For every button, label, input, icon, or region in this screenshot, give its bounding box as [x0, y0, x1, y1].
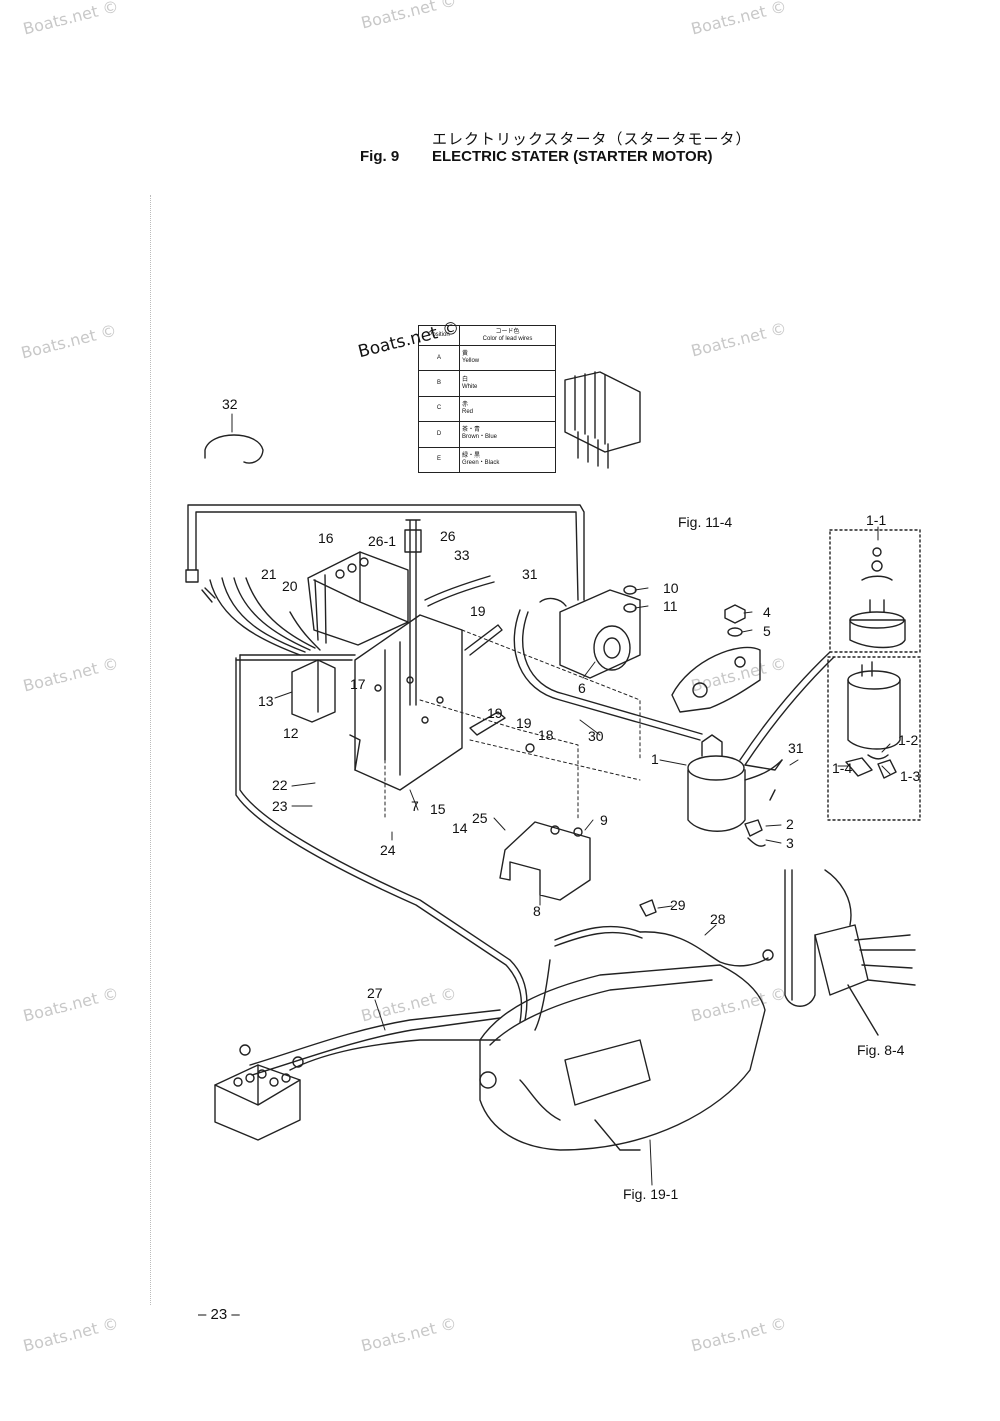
callout-25: 25: [472, 810, 488, 826]
cable-28: [639, 931, 769, 967]
battery: [214, 1064, 301, 1141]
table-header-color-jp: コード色: [495, 328, 520, 335]
title-japanese: エレクトリックスタータ（スタータモータ）: [432, 130, 752, 148]
color-en: Yellow: [462, 358, 480, 365]
callout-19-right: 19: [516, 715, 532, 731]
harness-top: [187, 504, 585, 601]
callout-18: 18: [538, 727, 554, 743]
color-jp: 赤: [462, 401, 469, 408]
callout-29: 29: [670, 897, 686, 913]
reference-fig-11-4: Fig. 11-4: [678, 514, 733, 530]
callout-31-right: 31: [788, 740, 804, 756]
margin-dotted-line: [150, 195, 151, 1305]
battery-cable-27: [249, 1009, 501, 1076]
color-en: White: [462, 383, 478, 390]
rectifier-12: [291, 659, 336, 723]
color-en: Brown・Blue: [462, 434, 498, 441]
reference-fig-19-1: Fig. 19-1: [623, 1186, 679, 1202]
bracket-7-17: [349, 614, 463, 791]
callout-30: 30: [588, 728, 604, 744]
callout-28: 28: [710, 911, 726, 927]
relay-6: [539, 589, 641, 679]
color-en: Red: [462, 408, 474, 415]
bracket-fig-11-4: [671, 646, 761, 713]
callout-32: 32: [222, 396, 238, 412]
page-number: – 23 –: [198, 1306, 240, 1323]
steering-bracket-fig-8-4: [784, 869, 816, 1007]
table-row-pos: E: [418, 446, 460, 474]
callout-31: 31: [522, 566, 538, 582]
callout-1-1: 1-1: [866, 512, 887, 528]
figure-title: ELECTRIC STATER (STARTER MOTOR): [432, 148, 713, 165]
callout-19-top: 19: [470, 603, 486, 619]
color-jp: 緑・黒: [462, 452, 481, 459]
lead-26: [405, 519, 421, 706]
callout-21: 21: [261, 566, 277, 582]
callout-17: 17: [350, 676, 366, 692]
color-jp: 黄: [462, 351, 469, 358]
reference-fig-8-4: Fig. 8-4: [857, 1042, 905, 1058]
callout-27: 27: [367, 985, 383, 1001]
callout-14: 14: [452, 820, 468, 836]
callout-22: 22: [272, 777, 288, 793]
bracket-8: [499, 821, 591, 901]
callout-3: 3: [786, 835, 794, 851]
callout-1-3: 1-3: [900, 768, 921, 784]
inset-box-top: [829, 529, 921, 653]
callout-24: 24: [380, 842, 396, 858]
callout-15: 15: [430, 801, 446, 817]
cable-30: [513, 609, 703, 741]
regulator-16: [307, 551, 409, 646]
rectifier-pictogram: [564, 371, 641, 469]
inset-box-bottom: [827, 656, 921, 821]
table-header-color-en: Color of lead wires: [482, 335, 533, 342]
callout-5: 5: [763, 623, 771, 639]
callout-1-4: 1-4: [832, 760, 853, 776]
starter-motor-1: [687, 734, 783, 832]
color-jp: 白: [462, 376, 469, 383]
callout-4: 4: [763, 604, 771, 620]
lower-cowling-fig-19-1: [479, 964, 766, 1151]
color-en: Green・Black: [462, 459, 500, 466]
callout-9: 9: [600, 812, 608, 828]
callout-23: 23: [272, 798, 288, 814]
callout-1: 1: [651, 751, 659, 767]
clip-32: [204, 434, 264, 464]
color-jp: 茶・青: [462, 427, 481, 434]
figure-number: Fig. 9: [360, 148, 400, 165]
callout-2: 2: [786, 816, 794, 832]
callout-11: 11: [663, 598, 678, 614]
callout-20: 20: [282, 578, 298, 594]
callout-26-1: 26-1: [368, 533, 397, 549]
callout-1-2: 1-2: [898, 732, 919, 748]
callout-7: 7: [411, 798, 419, 814]
callout-6: 6: [578, 680, 586, 696]
callout-19-mid: 19: [487, 705, 503, 721]
table-row-pos: D: [418, 421, 460, 448]
callout-13: 13: [258, 693, 274, 709]
callout-26: 26: [440, 528, 456, 544]
callout-16: 16: [318, 530, 334, 546]
callout-12: 12: [283, 725, 299, 741]
callout-10: 10: [663, 580, 679, 596]
cable-main: [235, 654, 528, 1023]
callout-8: 8: [533, 903, 541, 919]
callout-33: 33: [454, 547, 470, 563]
